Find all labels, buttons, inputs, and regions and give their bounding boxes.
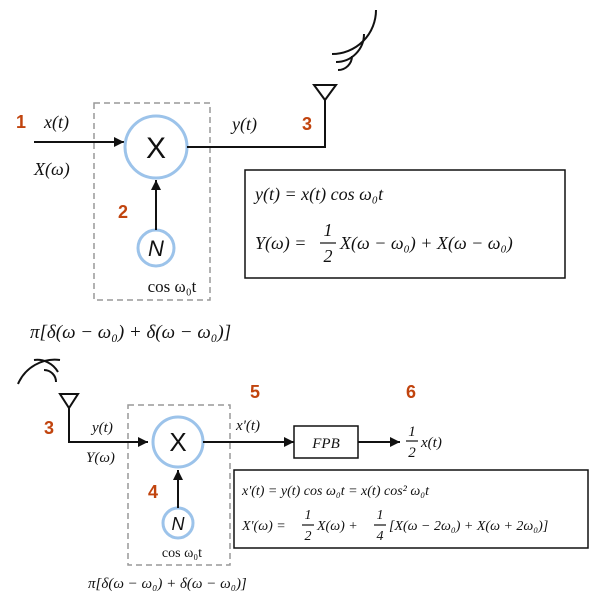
equation-1-line-2-rhs: X(ω − ω₀) + X(ω − ω₀) xyxy=(339,233,513,254)
oscillator-wave-icon: N xyxy=(148,236,164,261)
received-spectrum-label: Y(ω) xyxy=(86,450,115,466)
receive-antenna-icon xyxy=(58,393,80,410)
demod-oscillator-label: cos ω₀t xyxy=(162,546,202,561)
marker-3-transmit: 3 xyxy=(302,114,312,134)
equation-2-line-2-lhs: X'(ω) = xyxy=(241,519,286,534)
lowpass-filter-label: FPB xyxy=(311,436,340,452)
marker-3-receive: 3 xyxy=(44,418,54,438)
input-signal-label: x(t) xyxy=(43,112,69,133)
receive-waves-icon xyxy=(17,358,61,385)
marker-2: 2 xyxy=(118,202,128,222)
input-spectrum-label: X(ω) xyxy=(33,159,70,180)
equation-2-line-1: x'(t) = y(t) cos ω₀t = x(t) cos² ω₀t xyxy=(241,484,430,499)
equation-box-2 xyxy=(233,469,589,549)
receive-input-arrow xyxy=(68,408,148,447)
equation-2-fraction-1-num: 1 xyxy=(305,508,312,523)
demodulator-section: 3 4 5 6 y(t) Y(ω) X N cos ω₀t x'(t) FPB … xyxy=(17,358,589,592)
demod-carrier-spectrum-label: π[δ(ω − ω₀) + δ(ω − ω₀)] xyxy=(88,576,247,592)
marker-5: 5 xyxy=(250,382,260,402)
modulator-dashed-box xyxy=(93,102,211,301)
recovered-signal-label: x(t) xyxy=(420,435,442,451)
received-signal-label: y(t) xyxy=(90,420,113,436)
equation-box-1 xyxy=(244,169,566,279)
transmit-antenna-icon xyxy=(312,84,338,102)
mixer-output-label: x'(t) xyxy=(235,418,260,434)
output-line xyxy=(187,100,326,148)
transmit-waves-icon xyxy=(331,9,377,71)
demodulator-dashed-box xyxy=(127,404,231,566)
equation-2-fraction-2-num: 1 xyxy=(377,508,384,523)
equation-1-line-1: y(t) = x(t) cos ω₀t xyxy=(253,184,384,205)
demod-mixer-multiply-icon: X xyxy=(169,427,186,457)
marker-1: 1 xyxy=(16,112,26,132)
equation-2-fraction-1-den: 2 xyxy=(305,529,312,544)
modulator-section: 1 2 3 x(t) X(ω) X N cos ω₀t y(t) π[δ(ω −… xyxy=(16,9,566,343)
equation-1-line-2-lhs: Y(ω) = xyxy=(255,233,306,254)
marker-4: 4 xyxy=(148,482,158,502)
carrier-spectrum-label: π[δ(ω − ω₀) + δ(ω − ω₀)] xyxy=(30,322,231,343)
output-signal-label: y(t) xyxy=(230,114,257,135)
equation-1-fraction-num: 1 xyxy=(324,220,333,240)
demod-oscillator-wave-icon: N xyxy=(172,514,186,534)
output-fraction-num: 1 xyxy=(408,424,416,440)
marker-6: 6 xyxy=(406,382,416,402)
mixer-multiply-icon: X xyxy=(146,132,166,165)
equation-2-line-2-mid: X(ω) + xyxy=(316,519,358,534)
equation-2-fraction-2-den: 4 xyxy=(377,529,384,544)
output-fraction-den: 2 xyxy=(408,445,416,461)
equation-1-fraction-den: 2 xyxy=(324,246,333,266)
equation-2-line-2-rhs: [X(ω − 2ω₀) + X(ω + 2ω₀)] xyxy=(389,519,548,534)
oscillator-label: cos ω₀t xyxy=(148,277,197,296)
